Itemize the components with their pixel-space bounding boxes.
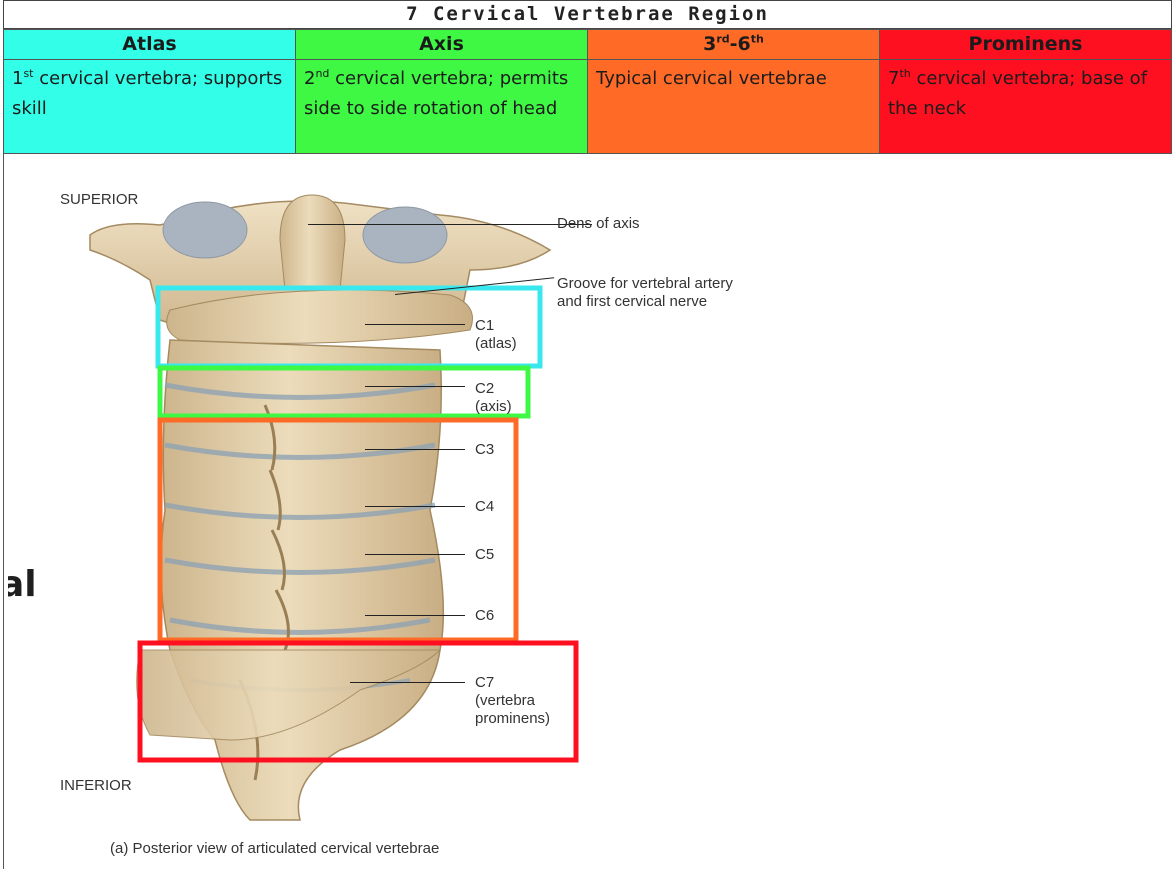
- callout-groove: Groove for vertebral artery and first ce…: [557, 275, 733, 310]
- clipped-side-text: al: [0, 564, 37, 605]
- callout-c7-title: C7: [475, 674, 495, 691]
- callout-c2: C2 (axis): [475, 380, 512, 416]
- superior-facet-left: [162, 201, 248, 259]
- header-prominens: Prominens: [879, 29, 1172, 60]
- desc-atlas-b: cervical vertebra; supports skill: [12, 68, 283, 119]
- typical-highlight-box: [157, 417, 519, 643]
- callout-c7-sub: (vertebra prominens): [475, 692, 551, 727]
- leader-c3: [365, 449, 465, 450]
- leader-c5: [365, 554, 465, 555]
- leader-c2: [365, 386, 465, 387]
- callout-c4: C4: [475, 498, 495, 515]
- regions-table: Atlas Axis 3rd-6th Prominens 1st cervica…: [3, 29, 1172, 154]
- header-typical-a: 3: [703, 33, 717, 55]
- desc-typical: Typical cervical vertebrae: [587, 59, 880, 154]
- axis-highlight-box: [157, 365, 531, 419]
- desc-atlas-sup: st: [23, 67, 34, 80]
- cervical-spine-illustration: [89, 194, 579, 821]
- desc-axis-a: 2: [304, 68, 316, 89]
- superior-facet-right: [362, 206, 448, 264]
- leader-c7: [350, 682, 465, 683]
- table-header-row: Atlas Axis 3rd-6th Prominens: [3, 29, 1172, 60]
- leader-c1: [365, 324, 465, 325]
- desc-atlas: 1st cervical vertebra; supports skill: [3, 59, 296, 154]
- callout-c1-sub: (atlas): [475, 335, 517, 352]
- page-title: 7 Cervical Vertebrae Region: [3, 0, 1172, 29]
- header-typical-sup2: th: [750, 32, 764, 46]
- header-typical-mid: -6: [729, 33, 751, 55]
- prominens-highlight-box: [137, 640, 579, 763]
- header-typical-sup1: rd: [716, 32, 730, 46]
- desc-axis: 2nd cervical vertebra; permits side to s…: [295, 59, 588, 154]
- leader-dens: [308, 224, 592, 225]
- header-atlas: Atlas: [3, 29, 296, 60]
- callout-c1-title: C1: [475, 317, 495, 334]
- leader-c6: [365, 615, 465, 616]
- callout-c3: C3: [475, 441, 495, 458]
- desc-axis-b: cervical vertebra; permits side to side …: [304, 68, 569, 119]
- desc-axis-sup: nd: [315, 67, 330, 80]
- callout-c1: C1 (atlas): [475, 317, 517, 353]
- callout-c7: C7 (vertebra prominens): [475, 674, 575, 728]
- callout-c6: C6: [475, 607, 495, 624]
- superior-label: SUPERIOR: [60, 191, 139, 208]
- leader-c4: [365, 506, 465, 507]
- desc-prominens-b: cervical vertebra; base of the neck: [888, 68, 1148, 119]
- callout-c2-sub: (axis): [475, 398, 512, 415]
- desc-prominens: 7th cervical vertebra; base of the neck: [879, 59, 1172, 154]
- callout-dens: Dens of axis: [557, 215, 640, 232]
- table-body-row: 1st cervical vertebra; supports skill 2n…: [3, 59, 1172, 154]
- desc-prominens-sup: th: [899, 67, 911, 80]
- page-left-border: [3, 152, 4, 869]
- desc-prominens-a: 7: [888, 68, 900, 89]
- dens: [279, 194, 346, 291]
- vertebral-column: [160, 339, 445, 821]
- figure-caption: (a) Posterior view of articulated cervic…: [110, 840, 440, 857]
- callout-c5: C5: [475, 546, 495, 563]
- inferior-label: INFERIOR: [60, 777, 132, 794]
- callout-c2-title: C2: [475, 380, 495, 397]
- cervical-spine-figure: SUPERIOR INFERIOR (a) Posterior view of …: [40, 180, 760, 860]
- desc-atlas-a: 1: [12, 68, 24, 89]
- header-axis: Axis: [295, 29, 588, 60]
- header-typical: 3rd-6th: [587, 29, 880, 60]
